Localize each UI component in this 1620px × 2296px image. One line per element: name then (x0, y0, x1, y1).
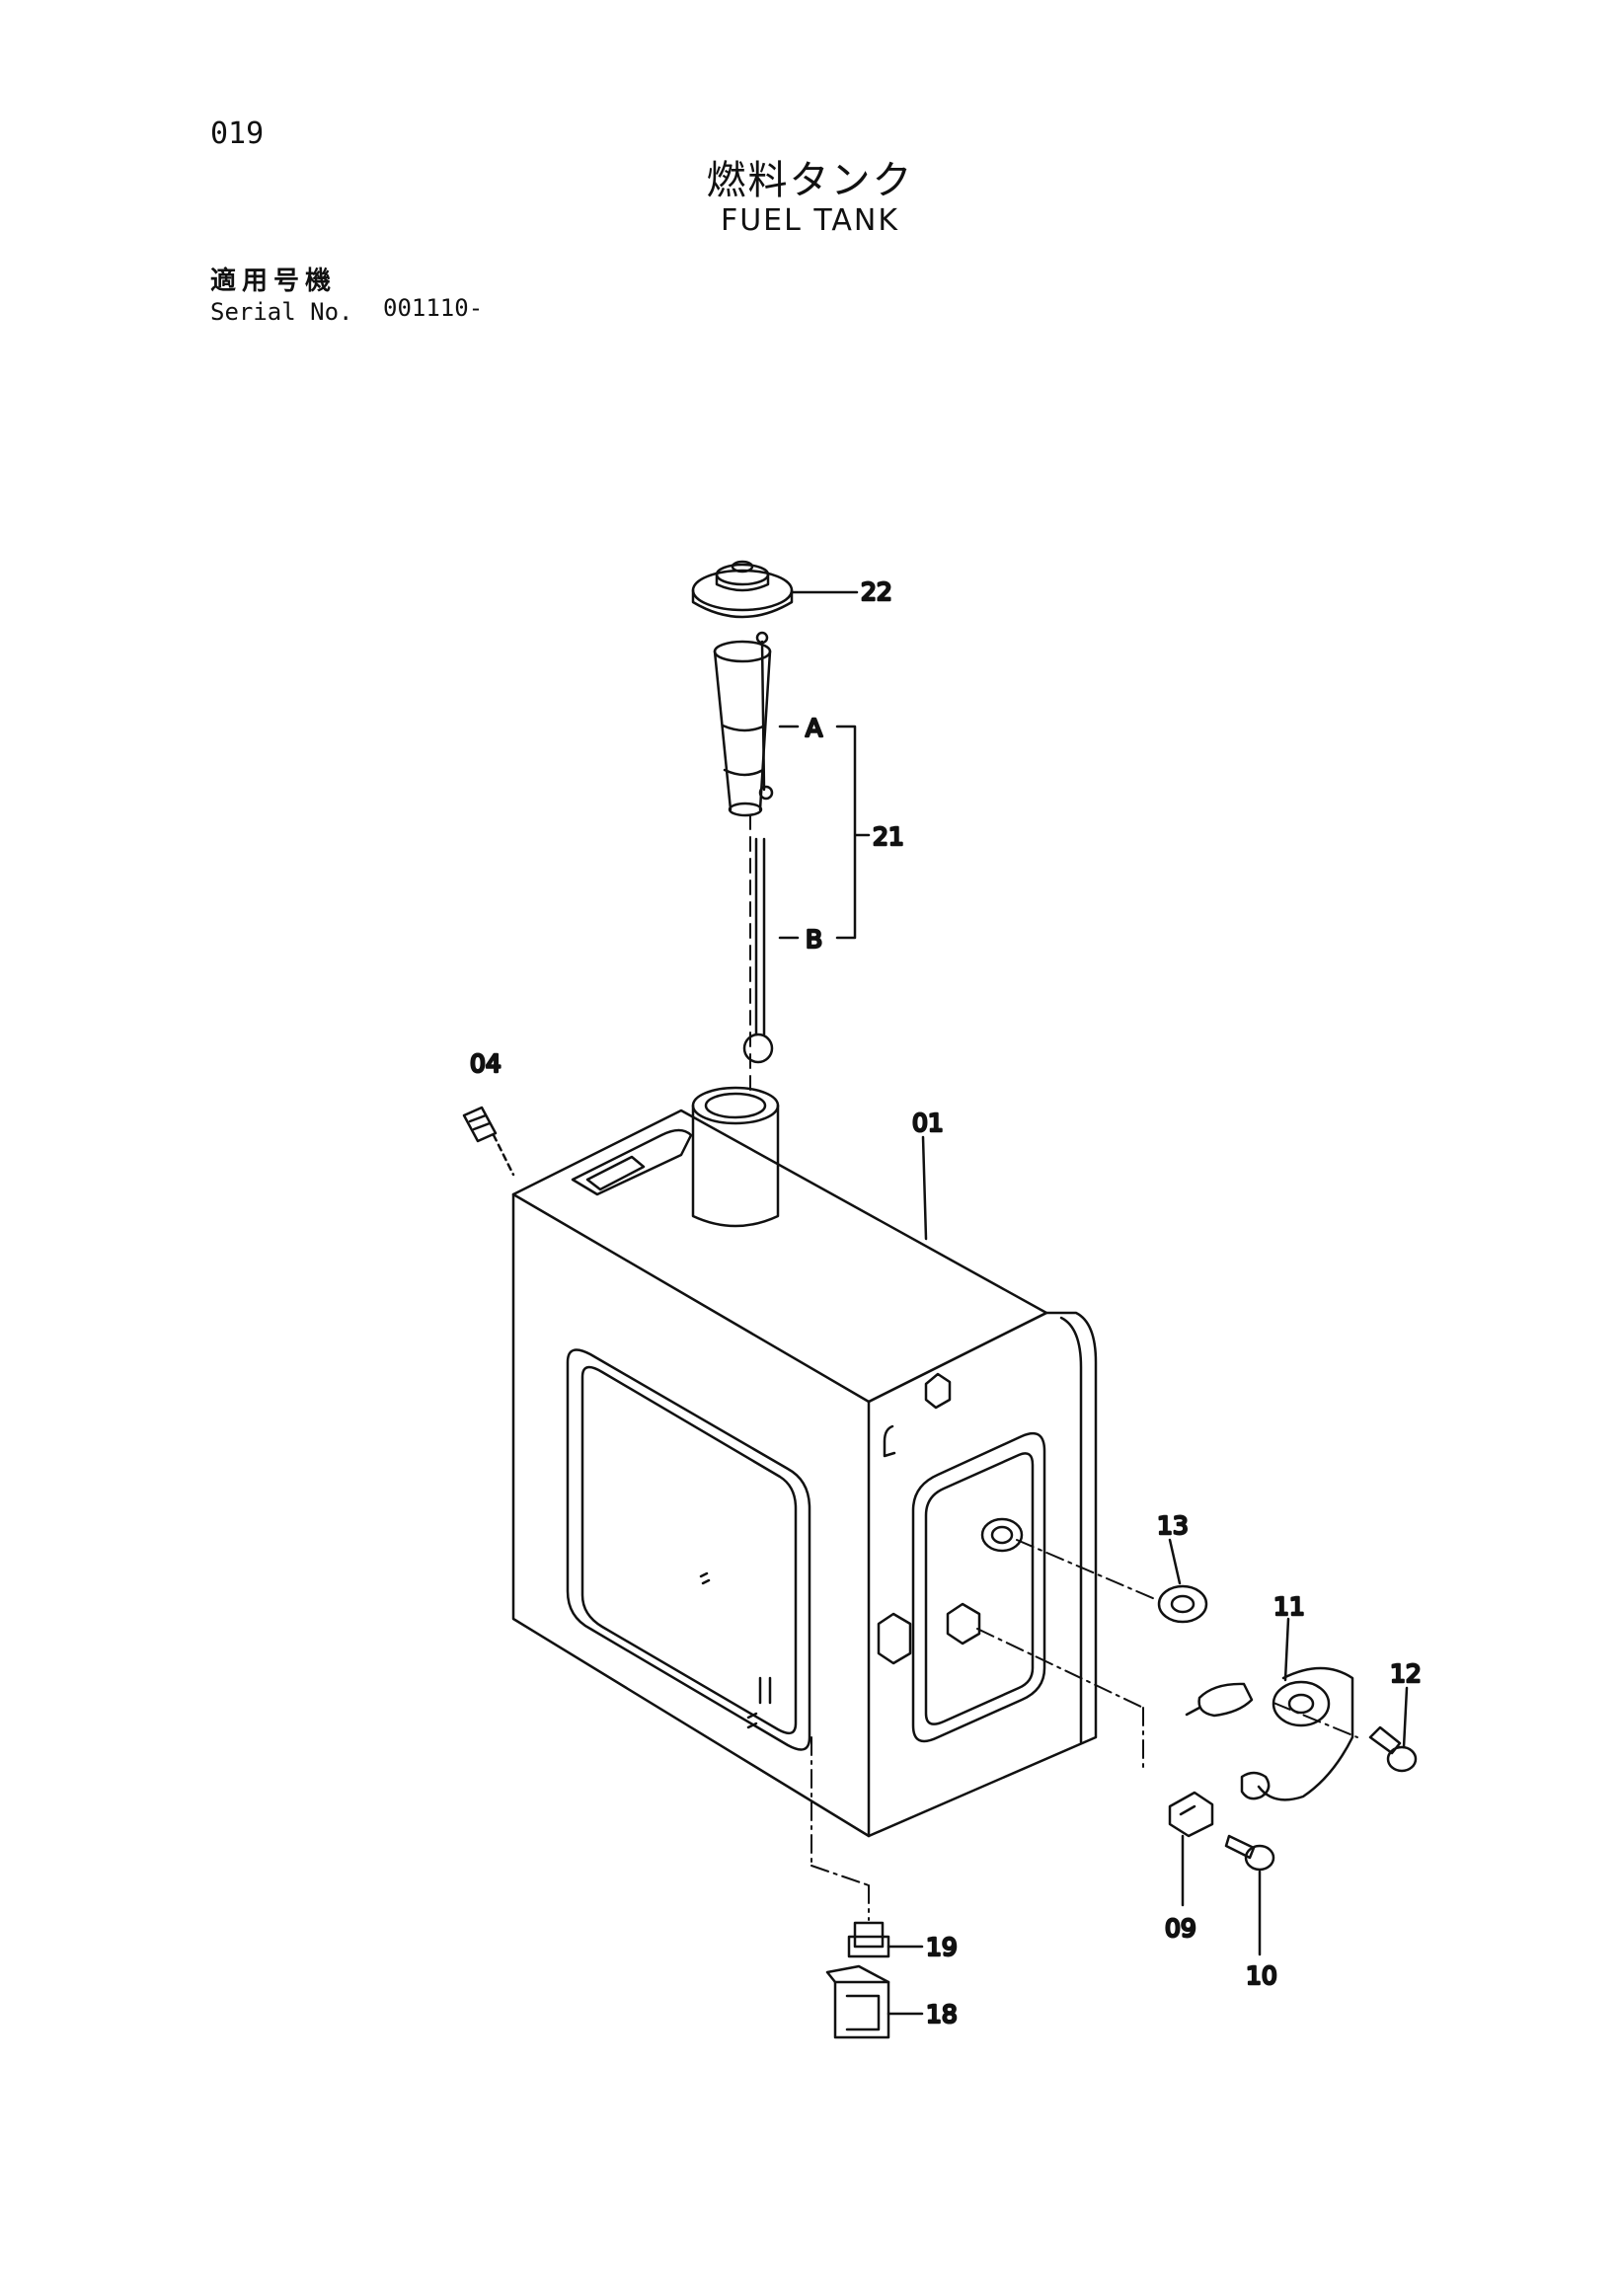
callout-21a: A (806, 714, 822, 742)
part-11-fuel-sensor (1185, 1617, 1354, 1801)
title-english: FUEL TANK (720, 203, 900, 238)
serial-label-japanese: 適用号機 (210, 267, 338, 296)
callout-09: 09 (1165, 1914, 1196, 1943)
callout-19: 19 (926, 1933, 958, 1961)
callout-18: 18 (926, 2000, 958, 2028)
callout-21: 21 (873, 822, 904, 851)
page-number: 019 (210, 116, 265, 151)
callout-22: 22 (861, 577, 892, 606)
part-12-bolt (1368, 1686, 1418, 1773)
part-22-filler-cap (691, 560, 859, 619)
part-10-bolt (1224, 1834, 1275, 1956)
part-13-gasket (1157, 1538, 1208, 1624)
part-21b-level-gauge (742, 837, 774, 1064)
serial-label-english: Serial No. (210, 298, 353, 326)
part-09-clip (1168, 1791, 1214, 1907)
callout-21b: B (806, 925, 822, 954)
part-01-fuel-tank (511, 1086, 1098, 1838)
part-21a-strainer (713, 631, 774, 817)
title-japanese: 燃料タンク (706, 158, 914, 203)
callout-11: 11 (1273, 1592, 1305, 1621)
part-18-drain-cock (825, 1964, 924, 2039)
part-19-drain-fitting (847, 1921, 924, 1958)
part-04-plug (462, 1106, 515, 1177)
callout-04: 04 (470, 1049, 501, 1078)
serial-number-value: 001110- (383, 294, 484, 322)
callout-10: 10 (1246, 1961, 1277, 1990)
callout-01: 01 (912, 1109, 944, 1137)
callout-13: 13 (1157, 1511, 1189, 1540)
callout-12: 12 (1390, 1659, 1422, 1688)
